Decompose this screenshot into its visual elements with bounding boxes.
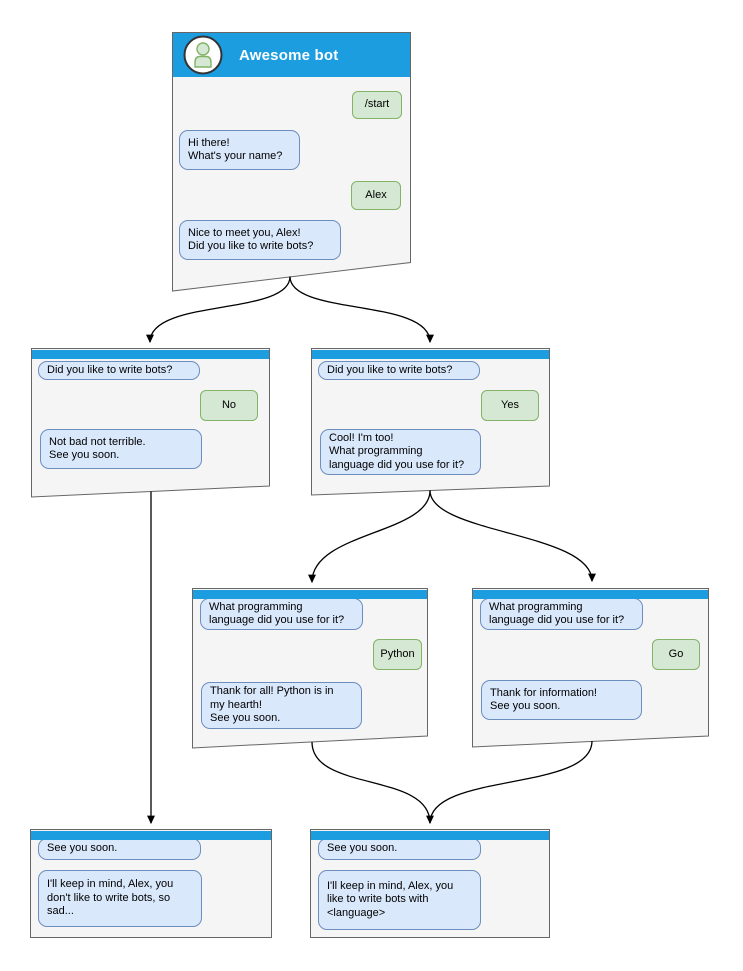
connector-python-to-end: [311, 741, 434, 825]
chat-window-end-no: See you soon. I'll keep in mind, Alex, y…: [30, 829, 272, 938]
user-message-bubble: Python: [373, 639, 422, 670]
chat-window-awesome-bot: Awesome bot /start Hi there! What's your…: [172, 32, 411, 291]
bot-message-bubble: Thank for all! Python is in my hearth! S…: [201, 682, 362, 729]
bot-message-bubble: What programming language did you use fo…: [480, 598, 643, 630]
window-header-bar: [473, 590, 708, 599]
bot-message-bubble: Did you like to write bots?: [38, 361, 200, 380]
user-message-bubble: Go: [652, 639, 700, 670]
connector-go-to-end: [429, 740, 593, 824]
chat-window-branch-go: What programming language did you use fo…: [472, 588, 709, 747]
user-message-bubble: No: [200, 390, 258, 421]
user-message-bubble: Yes: [481, 390, 539, 421]
bot-message-bubble: Did you like to write bots?: [318, 361, 480, 380]
chat-window-end-yes: See you soon. I'll keep in mind, Alex, y…: [310, 829, 550, 938]
user-message-bubble: Alex: [351, 181, 401, 210]
bot-message-bubble: What programming language did you use fo…: [200, 598, 363, 630]
window-header-bar: [193, 590, 427, 599]
bot-name-title: Awesome bot: [239, 46, 339, 64]
connector-main-to-yes: [289, 276, 434, 344]
bot-message-bubble: I'll keep in mind, Alex, you like to wri…: [318, 870, 481, 930]
connector-main-to-no: [146, 276, 291, 344]
chat-window-branch-python: What programming language did you use fo…: [192, 588, 428, 748]
window-header-bar: [31, 831, 271, 840]
chat-window-branch-no: Did you like to write bots? No Not bad n…: [31, 348, 270, 497]
bot-avatar-icon: [183, 35, 223, 75]
connector-yes-to-python: [308, 490, 431, 584]
user-message-bubble: /start: [352, 91, 402, 119]
connector-yes-to-go: [429, 490, 596, 583]
bot-message-bubble: Thank for information! See you soon.: [481, 680, 642, 720]
chat-window-titlebar: Awesome bot: [173, 33, 410, 77]
bot-message-bubble: See you soon.: [318, 838, 481, 860]
bot-message-bubble: Cool! I'm too! What programming language…: [320, 429, 481, 475]
window-header-bar: [32, 350, 269, 359]
bot-message-bubble: Nice to meet you, Alex! Did you like to …: [179, 220, 341, 260]
window-header-bar: [311, 831, 549, 840]
chat-window-branch-yes: Did you like to write bots? Yes Cool! I'…: [311, 348, 550, 495]
bot-message-bubble: I'll keep in mind, Alex, you don't like …: [38, 870, 202, 927]
bot-message-bubble: Not bad not terrible. See you soon.: [40, 429, 202, 469]
bot-message-bubble: Hi there! What's your name?: [179, 130, 300, 170]
window-header-bar: [312, 350, 549, 359]
bot-message-bubble: See you soon.: [38, 838, 201, 860]
